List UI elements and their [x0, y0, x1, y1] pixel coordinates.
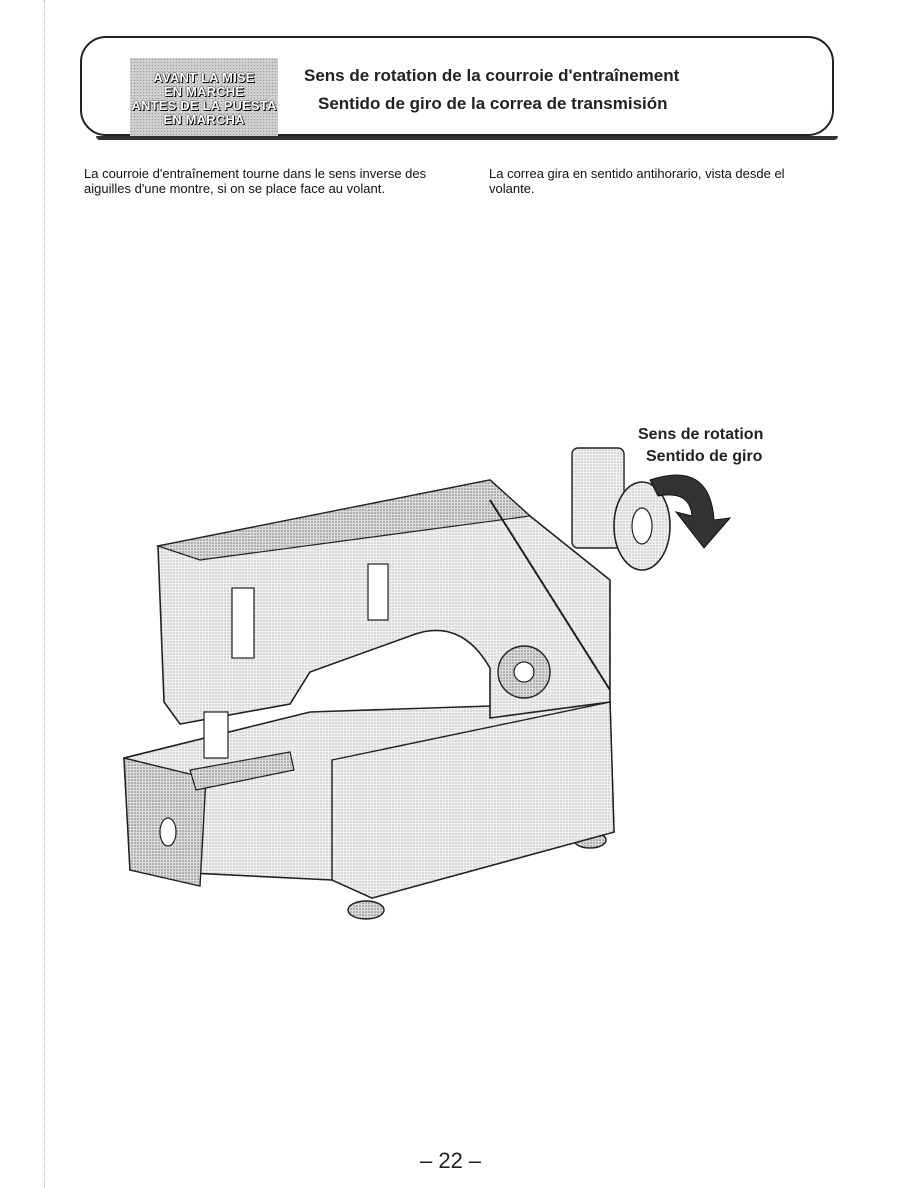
section-header: AVANT LA MISE EN MARCHE ANTES DE LA PUES…	[80, 36, 838, 140]
before-operation-badge: AVANT LA MISE EN MARCHE ANTES DE LA PUES…	[130, 58, 278, 140]
rotation-arrow	[649, 474, 732, 549]
callout-fr: Sens de rotation	[638, 426, 764, 443]
paragraph-es: La correa gira en sentido antihorario, v…	[489, 166, 785, 196]
section-titles: Sens de rotation de la courroie d'entraî…	[304, 62, 679, 118]
section-title-fr: Sens de rotation de la courroie d'entraî…	[304, 66, 680, 85]
sewing-machine-illustration	[123, 447, 732, 920]
paragraph-fr: La courroie d'entraînement tourne dans l…	[84, 166, 427, 196]
thread-guide	[489, 499, 611, 691]
badge-line: ANTES DE LA PUESTA	[131, 98, 277, 113]
bed-cover-round	[159, 817, 177, 847]
machine-arm-top	[155, 479, 532, 561]
mechanism-cam	[513, 661, 535, 683]
feed-plate	[189, 751, 295, 791]
callout-es: Sentido de giro	[646, 448, 763, 465]
badge-line: AVANT LA MISE	[153, 70, 255, 85]
page-number: – 22 –	[420, 1148, 482, 1173]
margin-rule	[44, 0, 45, 1188]
handwheel-hub	[631, 507, 653, 545]
arm-side-plate	[367, 563, 389, 621]
badge-line: EN MARCHE	[163, 84, 245, 99]
rotation-callout: Sens de rotation Sentido de giro	[638, 424, 763, 468]
section-title-es: Sentido de giro de la correa de transmis…	[318, 94, 668, 113]
machine-foot	[347, 900, 385, 920]
presser-foot	[203, 711, 229, 759]
machine-bed-right	[331, 701, 615, 899]
arm-side-plate	[231, 587, 255, 659]
badge-line: EN MARCHA	[163, 112, 245, 127]
